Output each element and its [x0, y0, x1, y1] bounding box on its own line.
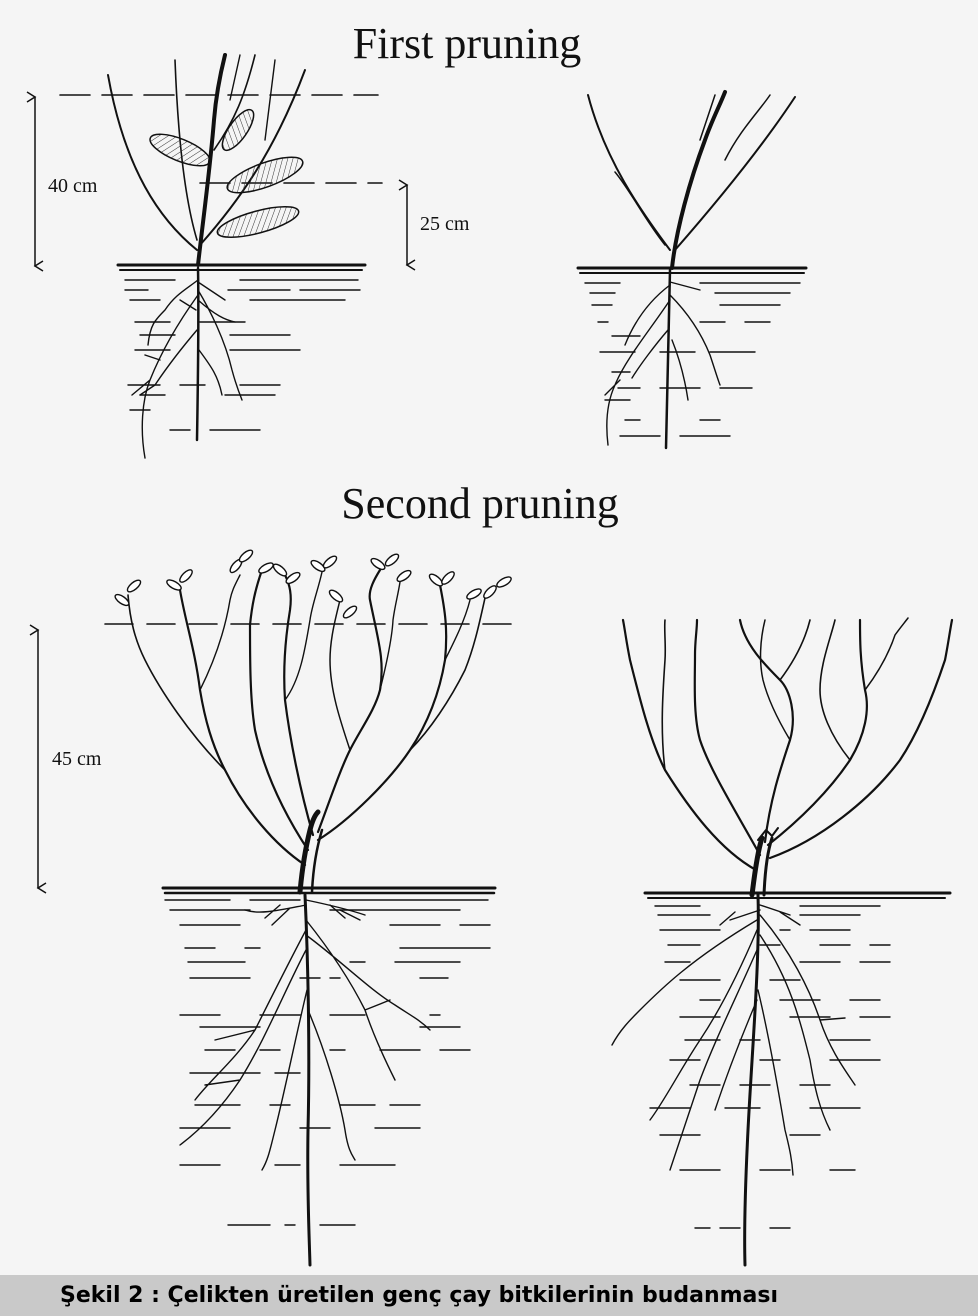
branches	[128, 570, 485, 865]
figure-caption: Şekil 2 : Çelikten üretilen genç çay bit…	[0, 1275, 978, 1316]
branches	[588, 92, 795, 268]
second-pruning-title: Second pruning	[341, 479, 618, 528]
ground-lines	[578, 268, 806, 436]
roots	[605, 270, 720, 448]
ground-lines	[163, 888, 495, 1225]
height-label-45cm: 45 cm	[52, 748, 102, 770]
roots	[612, 895, 855, 1265]
height-label-40cm: 40 cm	[48, 175, 98, 197]
ground-lines	[645, 893, 950, 1228]
pruning-illustration: First pruning 40 cm 25 cm	[0, 0, 978, 1275]
first-pruning-title: First pruning	[353, 19, 582, 68]
second-pruning-after-plant	[612, 618, 952, 1265]
roots	[180, 895, 430, 1265]
ground-lines	[118, 265, 365, 430]
first-pruning-after-plant	[578, 92, 806, 448]
pruning-diagram: First pruning 40 cm 25 cm	[0, 0, 978, 1275]
leaves	[113, 548, 512, 620]
branches	[623, 618, 952, 870]
second-pruning-before-plant: 45 cm	[38, 548, 525, 1265]
first-pruning-before-plant: 40 cm 25 cm	[35, 55, 470, 458]
height-label-25cm: 25 cm	[420, 213, 470, 235]
